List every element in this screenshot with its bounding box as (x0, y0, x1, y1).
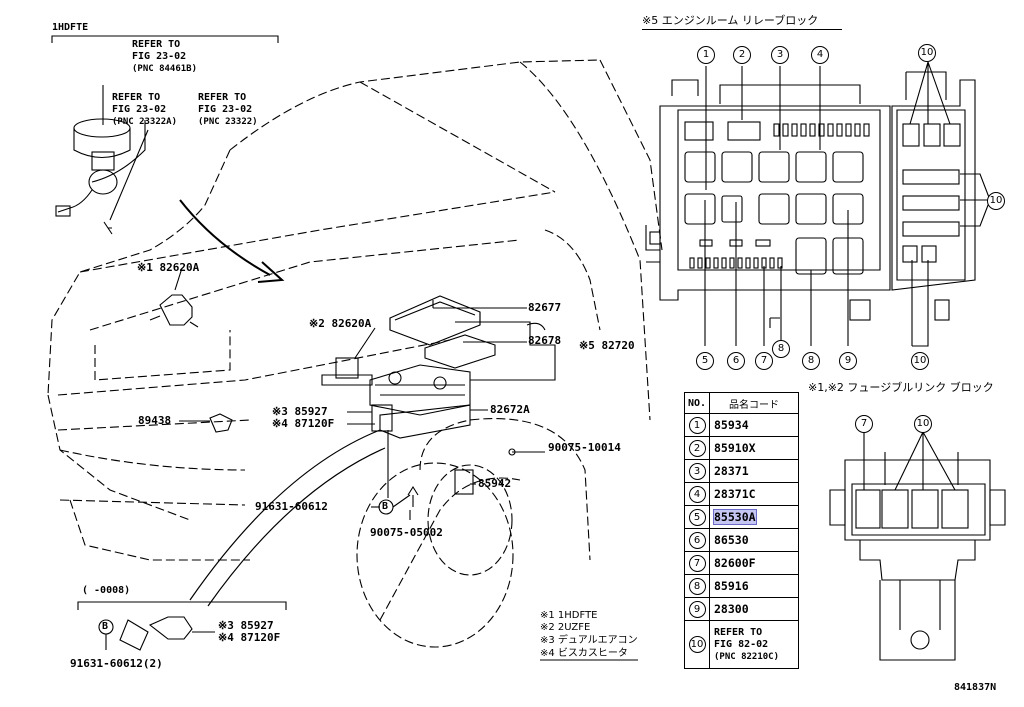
part-callout: 91631-60612 (255, 500, 328, 513)
note-line: ※1 1HDFTE (540, 610, 598, 621)
row-number: 9 (688, 600, 706, 618)
table-row: 5 85530A (684, 505, 799, 529)
part-code[interactable]: 28371 (709, 459, 799, 483)
row-number: 4 (688, 485, 706, 503)
index-bubble: 9 (839, 352, 857, 370)
row-number: 7 (688, 554, 706, 572)
index-bubble: 4 (811, 46, 829, 64)
part-code[interactable]: 85910X (709, 436, 799, 460)
note-line: ※4 ビスカスヒータ (540, 648, 628, 659)
refer-pnc: (PNC 82210C) (714, 651, 780, 662)
row-number: 8 (688, 577, 706, 595)
part-callout: 90075-10014 (548, 441, 621, 454)
index-bubble: 10 (911, 352, 929, 370)
row-number: 3 (688, 462, 706, 480)
refer-line: FIG 23-02 (198, 104, 253, 115)
note-line: ※3 デュアルエアコン (540, 635, 638, 646)
part-callout: ※5 82720 (579, 339, 635, 352)
refer-line: REFER TO (198, 92, 247, 103)
col-no-header: NO. (684, 392, 710, 414)
part-callout: ※4 87120F (218, 631, 281, 644)
part-callout: ※3 85927 (218, 619, 274, 632)
refer-pnc: (PNC 84461B) (132, 64, 198, 74)
part-code[interactable]: 82600F (709, 551, 799, 575)
part-callout: ※4 87120F (272, 417, 335, 430)
refer-line: FIG 23-02 (112, 104, 167, 115)
part-code-refer[interactable]: REFER TO FIG 82-02 (PNC 82210C) (709, 620, 799, 669)
part-callout: ※2 82620A (309, 317, 372, 330)
figure-id: 841837N (954, 682, 997, 693)
part-callout: 82678 (528, 334, 562, 347)
range-label: ( -0008) (82, 585, 131, 596)
row-number: 10 (688, 636, 706, 653)
part-code[interactable]: 85934 (709, 413, 799, 437)
bubble-b: B (382, 501, 389, 512)
fusible-link-title: ※1,※2 フュージブルリンク ブロック (808, 381, 994, 394)
part-callout: 82672A (490, 403, 530, 416)
part-code[interactable]: 28371C (709, 482, 799, 506)
part-code[interactable]: 28300 (709, 597, 799, 621)
index-bubble: 10 (914, 415, 932, 433)
index-bubble: 2 (733, 46, 751, 64)
table-row: 10 REFER TO FIG 82-02 (PNC 82210C) (684, 620, 799, 669)
part-callout: ※3 85927 (272, 405, 328, 418)
table-header: NO. 品名コード (684, 392, 799, 414)
part-callout: 85942 (478, 477, 512, 490)
refer-pnc: (PNC 23322A) (112, 117, 178, 127)
refer-pnc: (PNC 23322) (198, 117, 258, 127)
row-number: 1 (688, 416, 706, 434)
refer-line: FIG 23-02 (132, 51, 187, 62)
row-number: 6 (688, 531, 706, 549)
row-number: 2 (688, 439, 706, 457)
index-bubble: 10 (918, 44, 936, 62)
part-callout: ※1 82620A (137, 261, 200, 274)
title-underline (642, 29, 842, 30)
index-bubble: 5 (696, 352, 714, 370)
refer-line: FIG 82-02 (714, 638, 769, 650)
index-bubble: 6 (727, 352, 745, 370)
part-callout: 91631-60612(2) (70, 657, 163, 670)
part-callout: 89438 (138, 414, 172, 427)
index-bubble: 7 (755, 352, 773, 370)
row-number: 5 (688, 508, 706, 526)
index-bubble: 8 (772, 340, 790, 358)
index-bubble: 7 (855, 415, 873, 433)
index-bubble: 10 (987, 192, 1005, 210)
refer-line: REFER TO (132, 39, 181, 50)
engine-label: 1HDFTE (52, 22, 89, 33)
note-line: ※2 2UZFE (540, 622, 591, 633)
col-code-header: 品名コード (709, 392, 799, 414)
part-callout: 90075-05002 (370, 526, 443, 539)
relay-block-title: ※5 エンジンルーム リレーブロック (642, 14, 819, 27)
refer-line: REFER TO (714, 626, 763, 638)
part-code[interactable]: 85916 (709, 574, 799, 598)
index-bubble: 1 (697, 46, 715, 64)
part-callout: 82677 (528, 301, 562, 314)
part-code[interactable]: 86530 (709, 528, 799, 552)
index-bubble: 8 (802, 352, 820, 370)
bubble-b: B (102, 621, 109, 632)
index-bubble: 3 (771, 46, 789, 64)
refer-line: REFER TO (112, 92, 161, 103)
part-code-highlighted[interactable]: 85530A (713, 509, 757, 525)
